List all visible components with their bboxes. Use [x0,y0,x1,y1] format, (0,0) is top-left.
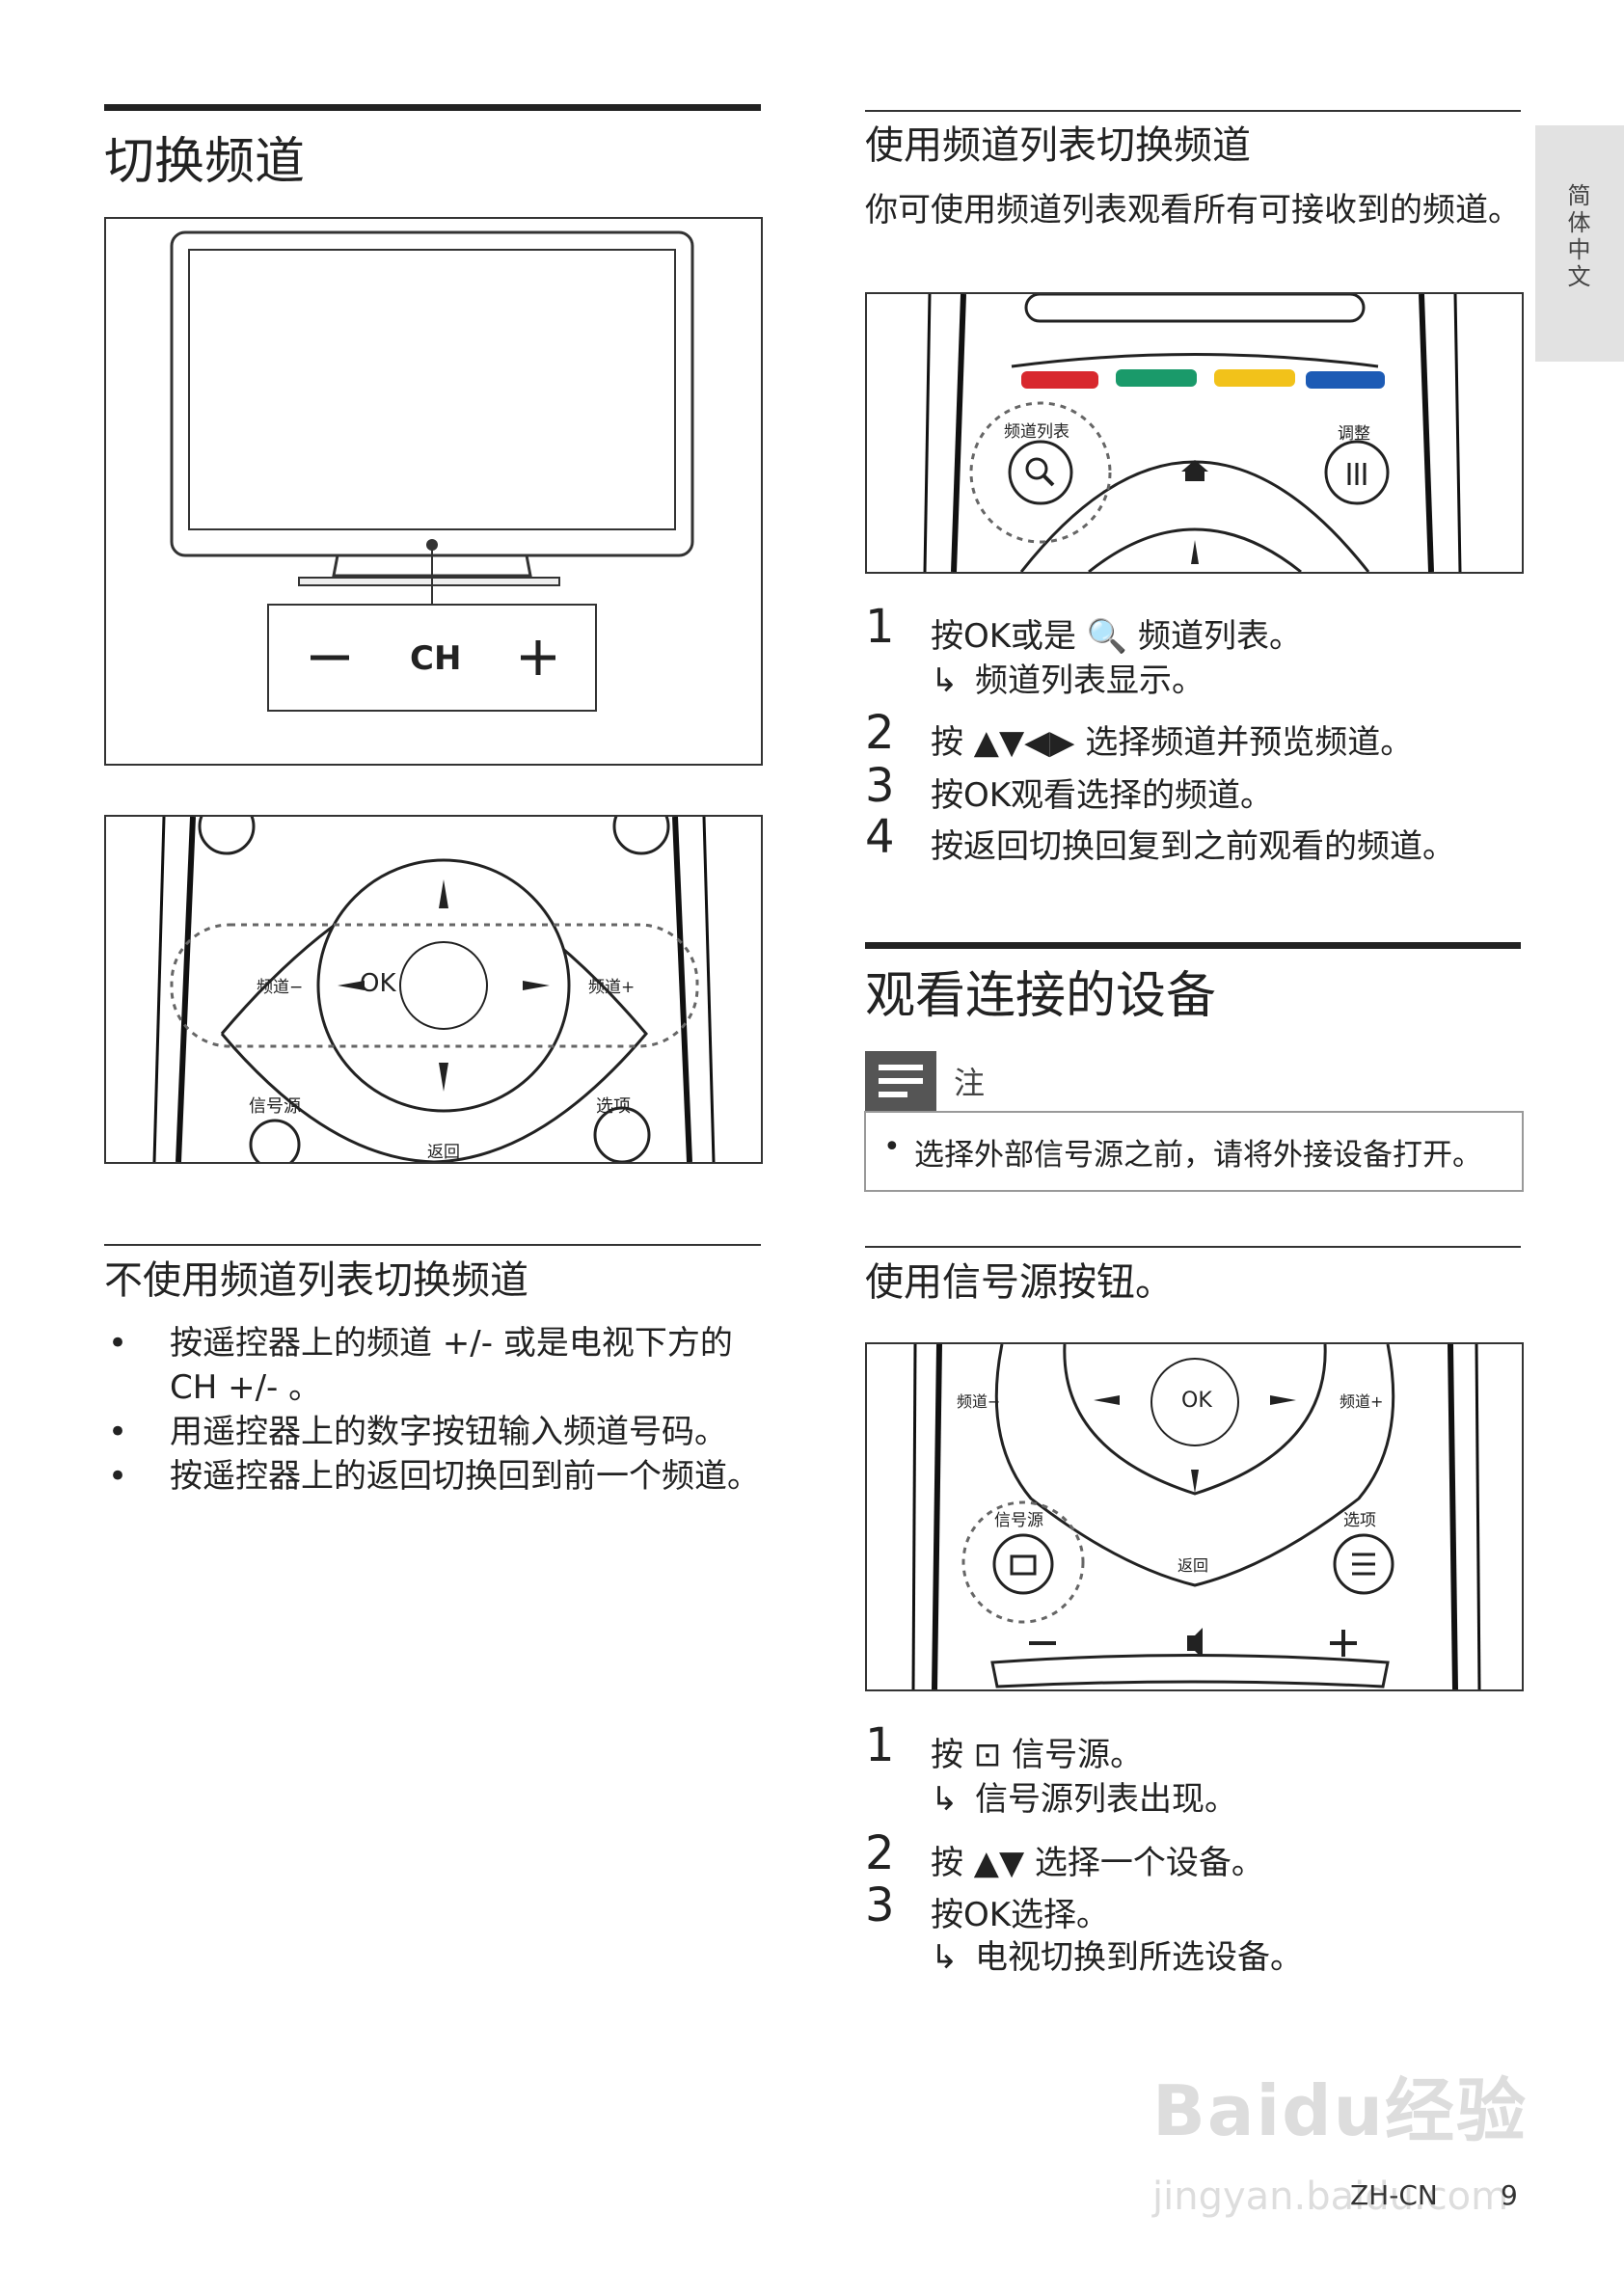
remote3-options: 选项 [1343,1511,1376,1530]
step-text: 按OK或是 🔍 频道列表。 [931,617,1303,656]
list-item: •用遥控器上的数字按钮输入频道号码。 [108,1413,727,1451]
page-number: 9 [1501,2179,1518,2211]
step-number: 1 [865,1718,895,1772]
page-title: 切换频道 [104,133,306,191]
remote-illustration-2 [923,294,1462,572]
list-item: •按遥控器上的返回切换回到前一个频道。 [108,1457,760,1496]
note-box: • 选择外部信号源之前，请将外接设备打开。 [864,1111,1524,1192]
remote1-ch-minus: 频道− [257,978,304,997]
step-number: 2 [865,1826,895,1880]
remote-illustration-3 [911,1344,1481,1689]
step-number: 3 [865,759,895,813]
section-heading: 不使用频道列表切换频道 [104,1258,528,1303]
step-text: 按 ⊡ 信号源。 [931,1736,1144,1774]
step-text: 按返回切换回复到之前观看的频道。 [931,827,1455,866]
remote3-ch-plus: 频道+ [1340,1392,1384,1411]
result-arrow-icon: ↳ [931,1780,959,1819]
remote3-ch-minus: 频道− [957,1392,1001,1411]
section-heading: 使用信号源按钮。 [865,1260,1174,1305]
side-tab-label: 简体中文 [1563,183,1590,291]
note-header: 注 [865,1051,1521,1111]
language-side-tab: 简体中文 [1535,125,1624,362]
remote-figure-3: OK 频道− 频道+ 信号源 选项 返回 [865,1342,1524,1691]
section-rule [865,1246,1521,1248]
step-result: ↳电视切换到所选设备。 [931,1935,1303,1980]
remote1-source: 信号源 [249,1096,301,1117]
step-text: 按 ▲▼◀▶ 选择频道并预览频道。 [931,723,1414,762]
remote-illustration-1 [152,817,716,1162]
remote1-options: 选项 [596,1096,631,1117]
step-number: 4 [865,810,895,864]
step-text: 按OK观看选择的频道。 [931,776,1274,815]
steps-list-2: 1 按 ⊡ 信号源。 ↳信号源列表出现。 2 按 ▲▼ 选择一个设备。 3 按O… [865,1721,1521,1982]
steps-list-1: 1 按OK或是 🔍 频道列表。 ↳频道列表显示。 2 按 ▲▼◀▶ 选择频道并预… [865,603,1521,873]
remote-figure-1: OK 频道− 频道+ 信号源 选项 返回 [104,815,763,1164]
note-text: 选择外部信号源之前，请将外接设备打开。 [914,1138,1482,1173]
note-bullet: • [883,1130,901,1164]
result-arrow-icon: ↳ [931,662,959,700]
section-rule [104,1244,761,1246]
section-rule [865,942,1521,949]
remote3-ok: OK [1181,1389,1212,1413]
bullet-list: •按遥控器上的频道 +/- 或是电视下方的 CH +/- 。 •用遥控器上的数字… [104,1321,760,1499]
list-item: •按遥控器上的频道 +/- 或是电视下方的 CH +/- 。 [108,1324,733,1407]
section-rule [104,104,761,111]
watermark-url: jingyan.baidu.com [1152,2174,1509,2219]
step-number: 2 [865,706,895,760]
remote3-back: 返回 [1177,1556,1209,1575]
step-result: ↳频道列表显示。 [931,659,1204,703]
step-number: 1 [865,600,895,654]
watermark-logo: Baidu经验 [1152,2070,1528,2151]
intro-text: 你可使用频道列表观看所有可接收到的频道。 [865,191,1521,230]
section-heading: 使用频道列表切换频道 [865,123,1251,168]
section-title: 观看连接的设备 [865,967,1217,1025]
step-text: 按OK选择。 [931,1896,1110,1934]
footer-lang: ZH-CN [1350,2179,1438,2211]
remote1-back: 返回 [427,1143,460,1162]
remote-figure-2: 频道列表 调整 [865,292,1524,574]
step-result: ↳信号源列表出现。 [931,1777,1237,1822]
remote2-adjust-label: 调整 [1338,424,1370,444]
note-label: 注 [954,1065,986,1101]
section-rule [865,110,1521,112]
remote1-ok: OK [360,969,396,998]
remote2-list-label: 频道列表 [1004,422,1069,442]
result-arrow-icon: ↳ [931,1938,959,1977]
note-icon [865,1051,936,1111]
step-number: 3 [865,1878,895,1932]
remote3-source: 信号源 [994,1511,1043,1530]
step-text: 按 ▲▼ 选择一个设备。 [931,1844,1264,1882]
tv-ch-label: CH [410,639,462,678]
remote1-ch-plus: 频道+ [588,978,636,997]
tv-illustration [170,230,694,712]
tv-figure: CH [104,217,763,766]
